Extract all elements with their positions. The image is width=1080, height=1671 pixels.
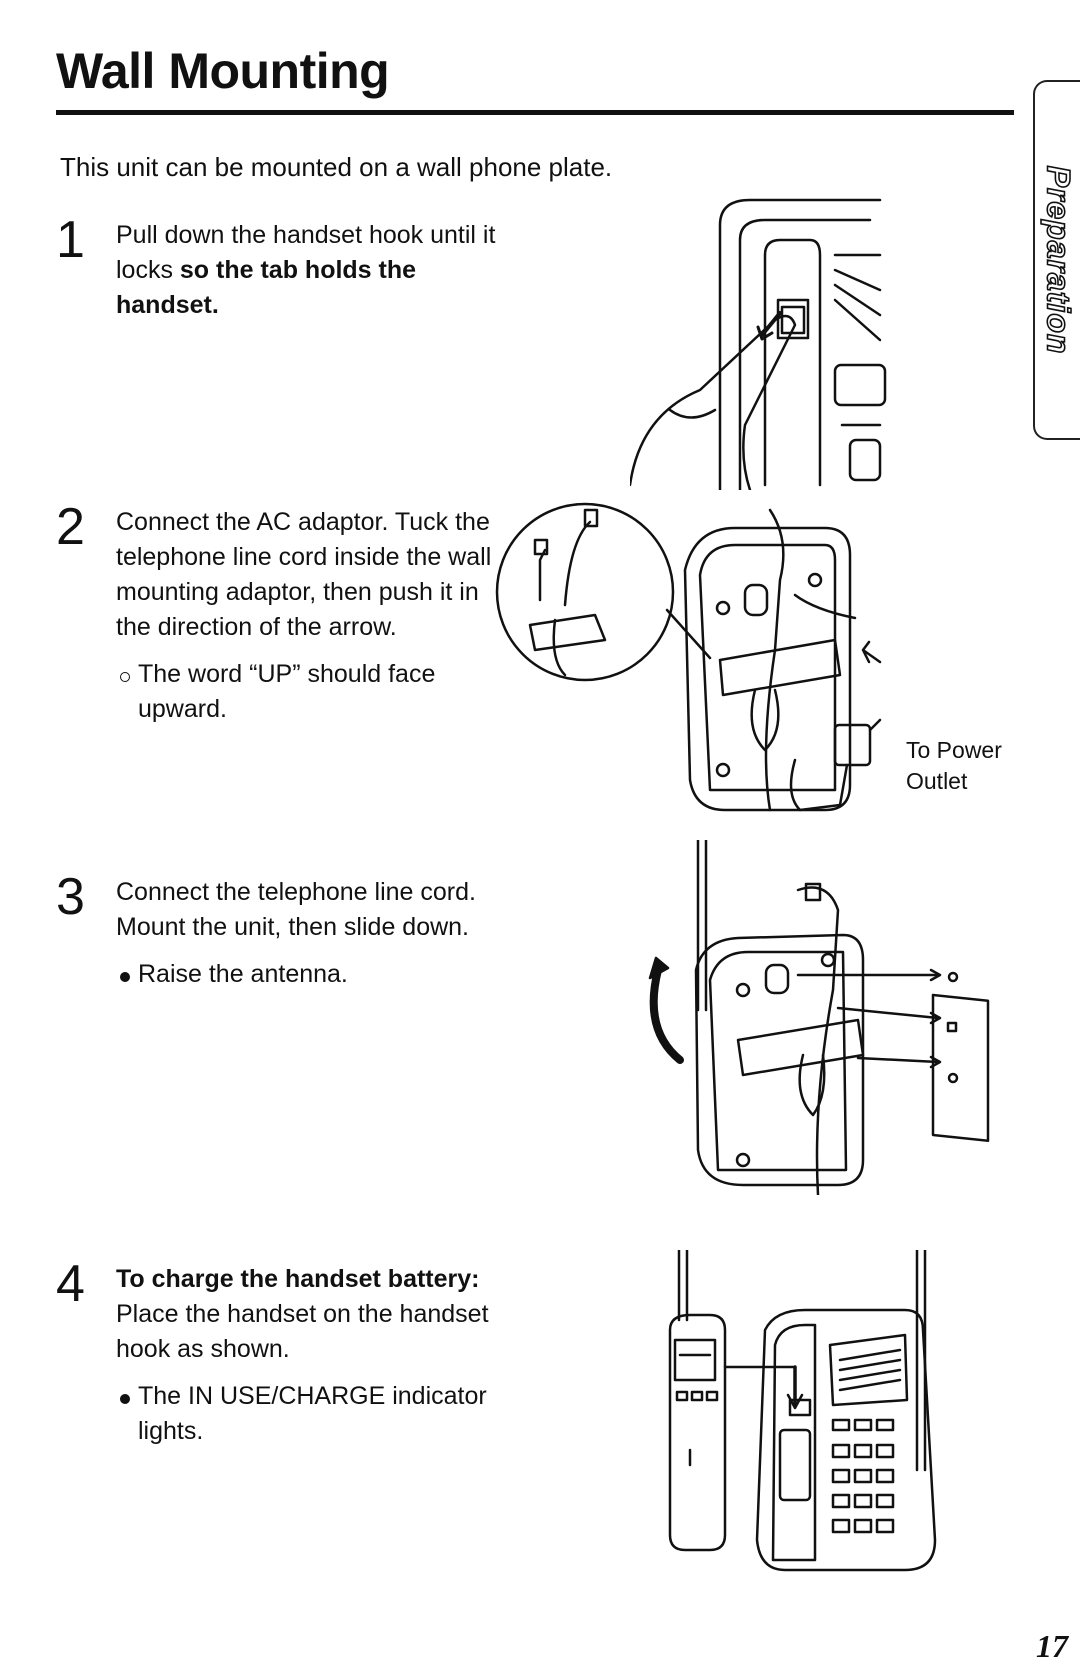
step-4: 4 To charge the handset battery: Place t…	[56, 1258, 496, 1449]
power-outlet-label: To Power Outlet	[906, 735, 1002, 797]
step-text-bold: so the tab holds the handset.	[116, 256, 417, 319]
page-number: 17	[1036, 1628, 1068, 1664]
step-number: 2	[56, 498, 85, 556]
power-label-line-1: To Power	[906, 737, 1002, 763]
step-content: Connect the AC adaptor. Tuck the telepho…	[116, 505, 496, 727]
charge-handset-illustration	[665, 1250, 945, 1580]
mount-unit-illustration	[648, 840, 998, 1195]
step-note: The IN USE/CHARGE indicator lights.	[116, 1379, 496, 1449]
section-tab: Preparation	[1033, 80, 1080, 440]
step-number: 4	[56, 1255, 85, 1313]
step-3: 3 Connect the telephone line cord. Mount…	[56, 871, 496, 992]
step-text-bold: To charge the handset battery:	[116, 1265, 480, 1293]
step-number: 3	[56, 868, 85, 926]
step-text: Connect the AC adaptor. Tuck the telepho…	[116, 508, 492, 641]
step-text: Pull down the handset hook until it lock…	[116, 218, 496, 323]
wall-adaptor-illustration	[495, 500, 895, 820]
step-text-plain: Place the handset on the handset hook as…	[116, 1300, 489, 1363]
intro-text: This unit can be mounted on a wall phone…	[60, 152, 613, 182]
step-note: Raise the antenna.	[116, 957, 496, 992]
step-text-plain: Pull down the handset hook until it lock…	[116, 221, 496, 284]
step-number: 1	[56, 211, 85, 269]
page-title: Wall Mounting	[56, 43, 390, 99]
step-content: To charge the handset battery: Place the…	[116, 1262, 496, 1449]
title-rule	[56, 110, 1014, 115]
step-content: Connect the telephone line cord. Mount t…	[116, 875, 496, 992]
section-tab-label: Preparation	[1039, 165, 1077, 355]
power-label-line-2: Outlet	[906, 768, 968, 794]
step-note: The word “UP” should face upward.	[116, 657, 496, 727]
step-2: 2 Connect the AC adaptor. Tuck the telep…	[56, 501, 496, 727]
step-text: Connect the telephone line cord. Mount t…	[116, 878, 476, 941]
step-1: 1 Pull down the handset hook until it lo…	[56, 214, 496, 323]
handset-hook-illustration	[630, 195, 890, 490]
